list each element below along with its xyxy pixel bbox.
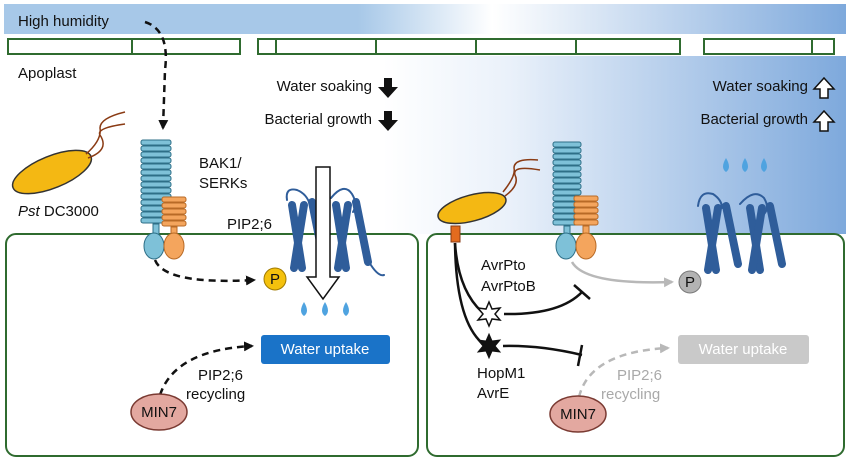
pip26-label: PIP2;6	[227, 216, 272, 233]
right-cell	[426, 233, 845, 457]
pip26-recycling-label-left-2: recycling	[186, 386, 245, 403]
hopm1-inhibition-bar	[576, 344, 584, 367]
water-drops-left	[301, 302, 349, 316]
bak1-to-phospho-arrow-right	[570, 261, 674, 288]
serks-label: SERKs	[199, 175, 247, 192]
pst-dc3000-label: Pst DC3000	[18, 203, 99, 220]
pst-bacterium	[11, 111, 126, 195]
avrpto-inhibition-bar	[573, 284, 591, 300]
min7-label-left: MIN7	[141, 404, 177, 421]
effector-line-hopm1	[453, 242, 483, 344]
water-soaking-label-right: Water soaking	[713, 78, 808, 95]
min7-label-right: MIN7	[560, 406, 596, 423]
hopm1-label: HopM1	[477, 365, 525, 382]
water-soaking-up-arrow	[812, 76, 836, 99]
avrpto-label: AvrPto	[481, 257, 526, 274]
phospho-label-left: P	[270, 271, 280, 288]
humidity-arrow	[144, 20, 169, 130]
high-humidity-label: High humidity	[18, 13, 109, 30]
water-uptake-label-right: Water uptake	[699, 341, 788, 358]
bak1-receptor	[140, 139, 187, 260]
sky-band	[4, 4, 846, 34]
water-uptake-box-left	[261, 335, 390, 364]
type-three-secretion-system	[450, 225, 461, 243]
bacterial-growth-label-left: Bacterial growth	[264, 111, 372, 128]
water-drops-right	[723, 158, 767, 172]
hopm1-star	[476, 332, 502, 360]
avrpto-inhibition	[503, 291, 583, 316]
apoplast-label: Apoplast	[18, 65, 77, 82]
min7-left	[130, 393, 188, 431]
min7-right	[549, 395, 607, 433]
bacterial-growth-down-arrow	[378, 111, 398, 131]
water-uptake-label-left: Water uptake	[281, 341, 370, 358]
water-soaking-down-arrow	[378, 78, 398, 98]
pip26-aquaporin	[285, 187, 385, 277]
bacterial-growth-label-right: Bacterial growth	[700, 111, 808, 128]
pip26-aquaporin-right	[697, 192, 786, 274]
phospho-badge-right	[678, 270, 702, 294]
cell-wall	[7, 38, 835, 55]
phospho-label-right: P	[685, 274, 695, 291]
avre-label: AvrE	[477, 385, 509, 402]
pip26-recycling-label-right-1: PIP2;6	[617, 367, 662, 384]
avrptob-label: AvrPtoB	[481, 278, 536, 295]
bacterial-growth-up-arrow	[812, 109, 836, 132]
phospho-badge-left	[263, 267, 287, 291]
bak1-to-phospho-arrow	[153, 259, 256, 286]
bak1-label: BAK1/	[199, 155, 242, 172]
water-flow-arrow	[305, 166, 341, 301]
bak1-receptor-right	[552, 141, 599, 260]
water-soaking-label-left: Water soaking	[277, 78, 372, 95]
hopm1-inhibition	[502, 344, 583, 357]
pip26-recycling-label-left-1: PIP2;6	[198, 367, 243, 384]
pip26-recycling-label-right-2: recycling	[601, 386, 660, 403]
left-cell	[5, 233, 419, 457]
avrpto-star	[476, 300, 502, 328]
pst-bacterium-right	[437, 158, 541, 225]
water-uptake-box-right	[678, 335, 809, 364]
